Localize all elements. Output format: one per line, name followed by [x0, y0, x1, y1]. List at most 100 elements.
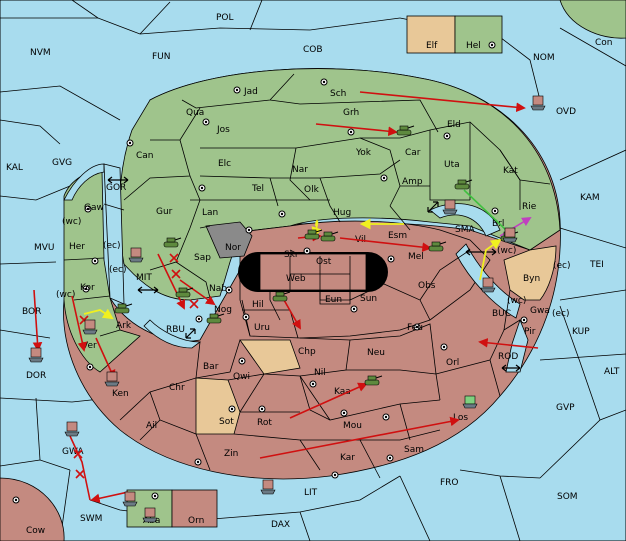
tank-icon[interactable] — [114, 303, 133, 314]
svg-text:Sam: Sam — [404, 445, 424, 455]
svg-text:Grh: Grh — [343, 108, 359, 118]
svg-text:Rie: Rie — [522, 202, 537, 212]
svg-text:(wc): (wc) — [56, 290, 75, 300]
svg-text:Eun: Eun — [325, 295, 342, 305]
svg-text:Nil: Nil — [314, 368, 326, 378]
territory-sot — [195, 377, 241, 435]
svg-text:Nar: Nar — [292, 165, 308, 175]
svg-text:Ost: Ost — [316, 257, 332, 267]
label-rbu: RBU — [166, 325, 185, 335]
svg-text:Hil: Hil — [252, 300, 264, 310]
ship-icon[interactable] — [442, 199, 458, 215]
ship-icon[interactable] — [122, 491, 138, 507]
capsule-interior — [259, 253, 367, 291]
label-kal: KAL — [6, 163, 23, 173]
label-lit: LIT — [304, 488, 318, 498]
svg-text:Ver: Ver — [82, 341, 97, 351]
svg-text:Ken: Ken — [112, 389, 129, 399]
svg-text:Uru: Uru — [254, 323, 270, 333]
svg-text:Qwi: Qwi — [233, 372, 250, 382]
coast-labels: (wc) (ec) (ec) (wc) (wc) (ec) (wc) (ec) — [56, 217, 571, 319]
svg-text:Sot: Sot — [219, 417, 234, 427]
svg-text:Uta: Uta — [444, 160, 460, 170]
supply-centers — [12, 41, 528, 504]
units — [28, 95, 546, 523]
ship-icon[interactable] — [480, 277, 496, 293]
svg-text:Orn: Orn — [188, 516, 204, 526]
svg-text:Hel: Hel — [466, 41, 481, 51]
tank-icon[interactable] — [364, 375, 383, 386]
svg-text:Kat: Kat — [503, 166, 518, 176]
ship-icon[interactable] — [128, 247, 144, 263]
svg-text:Chr: Chr — [169, 383, 185, 393]
svg-text:Los: Los — [453, 413, 468, 423]
svg-text:Gwa: Gwa — [530, 306, 550, 316]
rbu-channel — [143, 319, 202, 349]
svg-text:Cow: Cow — [26, 526, 45, 536]
ship-icon[interactable] — [142, 507, 158, 523]
green-order-line — [463, 189, 507, 231]
territory-elf — [406, 15, 456, 54]
label-ovd: OVD — [556, 107, 576, 117]
tank-icon[interactable] — [320, 231, 339, 242]
ship-icon[interactable] — [530, 95, 546, 111]
tank-icon[interactable] — [272, 291, 291, 302]
svg-text:Can: Can — [136, 151, 154, 161]
svg-text:Ail: Ail — [146, 421, 157, 431]
label-nom: NOM — [533, 53, 555, 63]
svg-text:Kar: Kar — [340, 453, 355, 463]
svg-text:(ec): (ec) — [552, 309, 570, 319]
tank-icon[interactable] — [428, 241, 447, 252]
label-fro: FRO — [440, 478, 459, 488]
svg-text:Mel: Mel — [408, 252, 424, 262]
label-gvp: GVP — [556, 403, 575, 413]
svg-text:Feu: Feu — [407, 323, 423, 333]
svg-text:Mou: Mou — [343, 421, 362, 431]
ship-icon[interactable] — [462, 395, 478, 409]
tan-gray-labels: Chp Sot Byn Nor — [219, 243, 540, 427]
svg-text:Yok: Yok — [355, 148, 372, 158]
svg-text:Ark: Ark — [116, 321, 132, 331]
svg-text:Lan: Lan — [202, 208, 218, 218]
label-kup: KUP — [572, 327, 590, 337]
svg-text:Rot: Rot — [257, 418, 272, 428]
svg-text:Kor: Kor — [80, 283, 95, 293]
tank-icon[interactable] — [175, 287, 194, 298]
ship-icon[interactable] — [260, 479, 276, 495]
ship-icon[interactable] — [82, 319, 98, 335]
svg-text:Jos: Jos — [216, 125, 230, 135]
tank-icon[interactable] — [206, 313, 225, 324]
tank-icon[interactable] — [304, 229, 323, 240]
tank-icon[interactable] — [163, 237, 182, 248]
ship-icon[interactable] — [28, 347, 44, 363]
label-gor: GOR — [106, 183, 126, 193]
label-fun: FUN — [152, 52, 171, 62]
svg-text:Nog: Nog — [214, 305, 232, 315]
svg-text:(ec): (ec) — [553, 261, 571, 271]
svg-text:Elf: Elf — [426, 41, 438, 51]
svg-text:Jad: Jad — [243, 87, 258, 97]
label-mit: MIT — [136, 273, 152, 283]
svg-text:Olk: Olk — [304, 185, 320, 195]
svg-text:(wc): (wc) — [507, 296, 526, 306]
tank-icon[interactable] — [454, 179, 473, 190]
svg-text:Eld: Eld — [447, 120, 461, 130]
ship-icon[interactable] — [502, 227, 518, 243]
svg-text:Bar: Bar — [203, 362, 219, 372]
ship-icon[interactable] — [104, 371, 120, 387]
svg-text:Sun: Sun — [360, 294, 377, 304]
territory-borders — [63, 73, 551, 479]
green-labels: Elf Hel Con Jad Sch Qua Grh Jos Eld Can … — [69, 38, 613, 351]
svg-text:Hug: Hug — [333, 208, 351, 218]
label-rod: ROD — [498, 352, 518, 362]
label-sma: SMA — [455, 225, 475, 235]
tank-icon[interactable] — [396, 125, 415, 136]
label-gwa: GWA — [62, 447, 84, 457]
ship-icon[interactable] — [64, 421, 80, 437]
svg-text:Her: Her — [69, 242, 85, 252]
label-cob: COB — [303, 45, 323, 55]
svg-text:Pir: Pir — [524, 327, 536, 337]
svg-text:Amp: Amp — [402, 177, 423, 187]
